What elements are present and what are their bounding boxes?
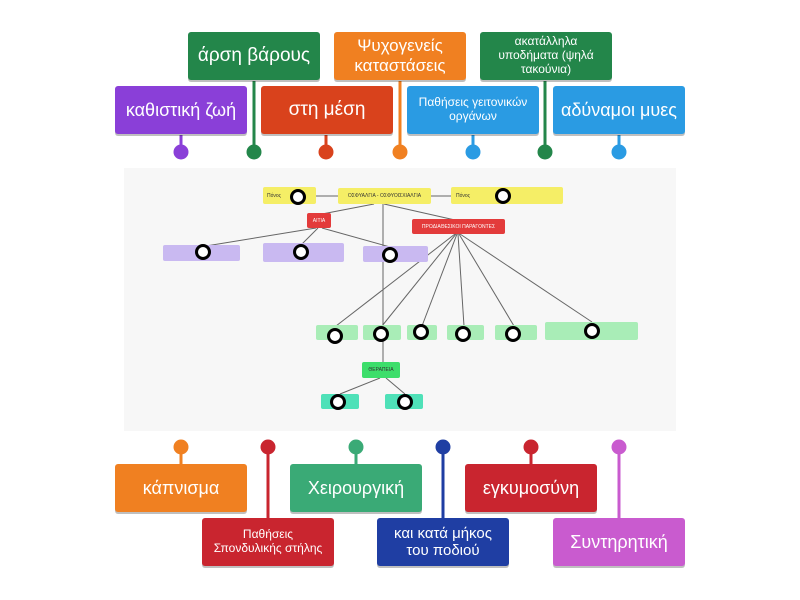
label-text: καθιστική ζωή (125, 99, 237, 120)
label-pin-dot (260, 439, 276, 455)
label-text: εγκυμοσύνη (482, 477, 580, 498)
label-surgical[interactable]: Χειρουργική (290, 464, 422, 512)
drop-target[interactable] (397, 394, 413, 410)
label-conservative[interactable]: Συντηρητική (553, 518, 685, 566)
label-along-the-leg[interactable]: και κατά μήκος του ποδιού (377, 518, 509, 566)
label-pin-dot (611, 439, 627, 455)
label-pin-dot (435, 439, 451, 455)
label-text: κάπνισμα (142, 477, 220, 498)
label-pin-dot (611, 144, 627, 160)
drop-target[interactable] (373, 326, 389, 342)
label-pin-dot (318, 144, 334, 160)
label-text: ακατάλληλα υποδήματα (ψηλά τακούνια) (498, 34, 594, 76)
label-text: στη μέση (288, 99, 366, 121)
label-pin-dot (348, 439, 364, 455)
drop-target[interactable] (293, 244, 309, 260)
drop-target[interactable] (330, 394, 346, 410)
label-pregnancy[interactable]: εγκυμοσύνη (465, 464, 597, 512)
center-text: ΟΣΦΥΑΛΓΙΑ - ΟΣΦΥΟΙΣΧΙΑΛΓΙΑ (347, 193, 422, 199)
therapy-box: ΘΕΡΑΠΕΙΑ (362, 362, 400, 378)
drop-target[interactable] (495, 188, 511, 204)
label-pin-dot (246, 144, 262, 160)
drop-target[interactable] (584, 323, 600, 339)
label-smoking[interactable]: κάπνισμα (115, 464, 247, 512)
label-weight-lifting[interactable]: άρση βάρους (188, 32, 320, 80)
label-pin-dot (523, 439, 539, 455)
label-text: Ψυχογενείς καταστάσεις (354, 36, 446, 75)
label-pin-dot (537, 144, 553, 160)
label-in-the-middle[interactable]: στη μέση (261, 86, 393, 134)
center-box: ΟΣΦΥΑΛΓΙΑ - ΟΣΦΥΟΙΣΧΙΑΛΓΙΑ (338, 188, 431, 204)
label-weak-muscles[interactable]: αδύναμοι μυες (553, 86, 685, 134)
label-text: Παθήσεις Σπονδυλικής στήλης (213, 527, 323, 555)
label-pin-dot (173, 439, 189, 455)
label-pin-dot (392, 144, 408, 160)
causes-box: ΑΙΤΙΑ (307, 213, 331, 228)
label-neighboring-organs[interactable]: Παθήσεις γειτονικών οργάνων (407, 86, 539, 134)
label-text: Συντηρητική (570, 531, 668, 552)
pain-left-text: Πόνος (267, 192, 282, 199)
predisposing-text: ΠΡΟΔΙΑΘΕΣΙΚΟΙ ΠΑΡΑΓΟΝΤΕΣ (421, 223, 496, 230)
drop-target[interactable] (382, 247, 398, 263)
label-text: Χειρουργική (307, 477, 405, 498)
label-text: αδύναμοι μυες (561, 99, 677, 120)
drop-target[interactable] (290, 189, 306, 205)
label-spine-diseases[interactable]: Παθήσεις Σπονδυλικής στήλης (202, 518, 334, 566)
pain-right-text: Πόνος (456, 192, 471, 199)
drop-target[interactable] (455, 326, 471, 342)
label-text: Παθήσεις γειτονικών οργάνων (418, 95, 528, 123)
drop-target[interactable] (413, 324, 429, 340)
label-sedentary-life[interactable]: καθιστική ζωή (115, 86, 247, 134)
drop-target[interactable] (505, 326, 521, 342)
label-psychogenic[interactable]: Ψυχογενείς καταστάσεις (334, 32, 466, 80)
label-pin-dot (465, 144, 481, 160)
label-unsuitable-shoes[interactable]: ακατάλληλα υποδήματα (ψηλά τακούνια) (480, 32, 612, 80)
predisposing-box: ΠΡΟΔΙΑΘΕΣΙΚΟΙ ΠΑΡΑΓΟΝΤΕΣ (412, 219, 505, 234)
diagram-image (124, 168, 676, 431)
drop-target[interactable] (327, 328, 343, 344)
label-text: άρση βάρους (197, 45, 311, 67)
drop-target[interactable] (195, 244, 211, 260)
label-pin-dot (173, 144, 189, 160)
causes-text: ΑΙΤΙΑ (312, 217, 326, 224)
therapy-text: ΘΕΡΑΠΕΙΑ (368, 367, 394, 373)
label-text: και κατά μήκος του ποδιού (394, 524, 492, 559)
